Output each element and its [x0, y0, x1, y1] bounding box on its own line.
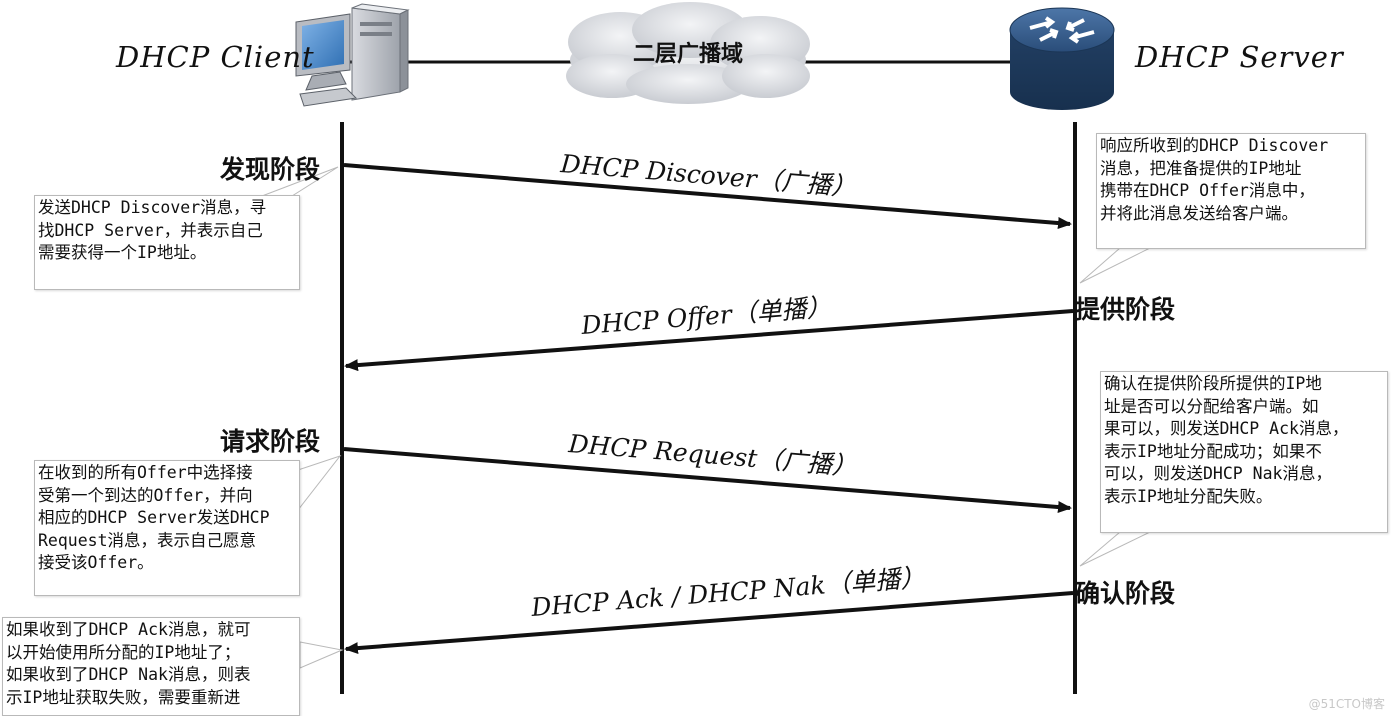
ack-arrow: [344, 591, 1074, 655]
ack-message-label: DHCP Ack / DHCP Nak（单播）: [529, 563, 926, 622]
phase-offer: 提供阶段: [1075, 295, 1176, 324]
router-icon: [1009, 7, 1115, 110]
confirm-callout: 确认在提供阶段所提供的IP地 址是否可以分配给客户端。如 果可以，则发送DHCP…: [1100, 371, 1388, 533]
offer-callout-pointer: [1079, 247, 1151, 284]
discover-callout: 发送DHCP Discover消息，寻 找DHCP Server，并表示自己 需…: [34, 195, 300, 290]
request-callout: 在收到的所有Offer中选择接 受第一个到达的Offer，并向 相应的DHCP …: [34, 460, 300, 596]
confirm-callout-pointer: [1079, 531, 1151, 567]
request-callout-pointer: [297, 455, 342, 512]
cloud-icon: [566, 2, 810, 104]
discover-arrow: [343, 163, 1072, 230]
server-title: DHCP Server: [1135, 40, 1344, 74]
phase-ack: 确认阶段: [1075, 579, 1176, 608]
offer-arrow: [344, 309, 1074, 372]
phase-discover: 发现阶段: [220, 155, 321, 184]
client-title: DHCP Client: [116, 40, 315, 74]
request-message-label: DHCP Request（广播）: [567, 429, 859, 481]
broadcast-domain-label: 二层广播域: [633, 42, 744, 67]
ack-callout: 如果收到了DHCP Ack消息，就可 以开始使用所分配的IP地址了； 如果收到了…: [2, 617, 300, 716]
request-arrow: [343, 447, 1072, 514]
ack-callout-pointer: [299, 641, 344, 669]
watermark: @51CTO博客: [1308, 697, 1385, 711]
phase-request: 请求阶段: [220, 427, 321, 456]
desktop-computer-icon: [295, 3, 410, 107]
offer-callout: 响应所收到的DHCP Discover 消息，把准备提供的IP地址 携带在DHC…: [1096, 133, 1366, 249]
